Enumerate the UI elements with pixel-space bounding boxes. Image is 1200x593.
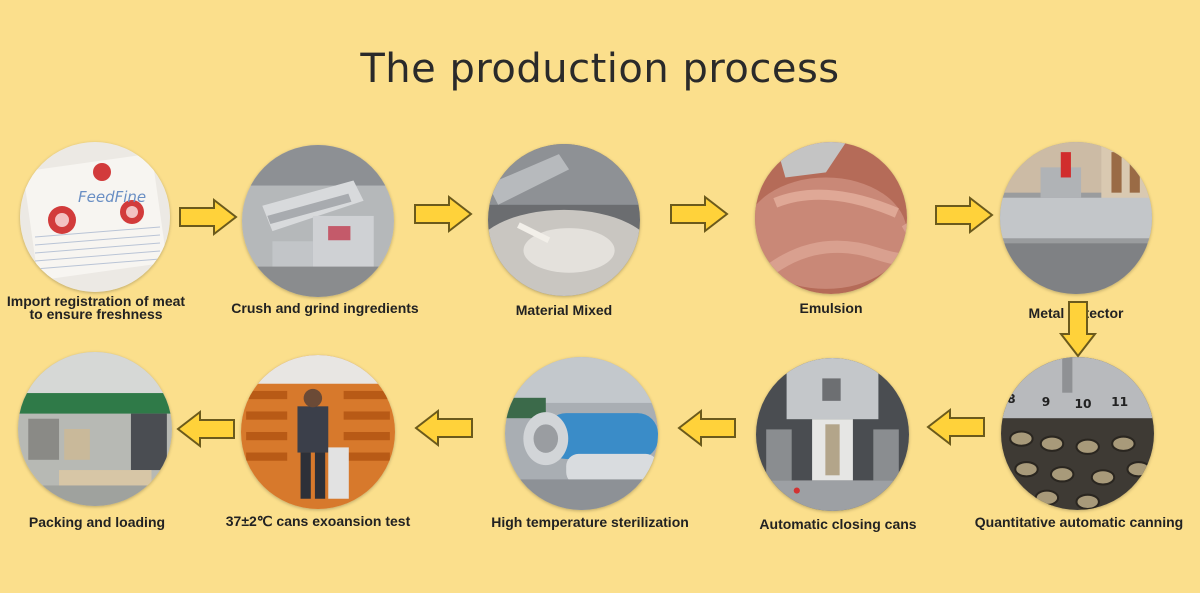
arrow-left-icon (926, 407, 985, 447)
dial-number: 8 (1007, 392, 1016, 406)
mixer-photo (488, 144, 640, 296)
arrow-right-icon (414, 194, 473, 234)
canning-photo: 8 9 10 11 (1001, 357, 1154, 510)
step-label: Quantitative automatic canning (974, 514, 1184, 530)
step-label: Material Mixed (515, 302, 613, 318)
page-title: The production process (360, 46, 840, 92)
grinder-photo (242, 145, 394, 297)
step-label-line1: Import registration of meat (6, 293, 186, 309)
arrow-left-icon (414, 408, 473, 448)
expansion-test-photo (241, 355, 395, 509)
arrow-left-icon (677, 408, 736, 448)
step-label: Crush and grind ingredients (231, 300, 419, 316)
certificate-photo: FeedFine (20, 142, 170, 292)
step-label: Import registration of meat to ensure fr… (0, 293, 192, 322)
dial-number: 10 (1074, 397, 1091, 411)
metal-detector-photo (1000, 142, 1152, 294)
step-label: Emulsion (799, 300, 863, 316)
step-label: 37±2℃ cans exoansion test (225, 513, 411, 529)
warehouse-photo (18, 352, 172, 506)
arrow-right-icon (179, 197, 238, 237)
emulsion-photo (755, 142, 907, 294)
arrow-right-icon (670, 194, 729, 234)
arrow-left-icon (176, 409, 235, 449)
arrow-down-icon (1058, 301, 1098, 358)
sterilization-photo (505, 357, 658, 510)
step-label: Packing and loading (28, 514, 166, 530)
closing-cans-photo (756, 358, 909, 511)
dial-number: 11 (1111, 395, 1128, 409)
step-label: High temperature sterilization (491, 514, 689, 530)
cert-logo-text: FeedFine (78, 188, 146, 206)
step-label-line2: to ensure freshness (29, 306, 163, 322)
dial-number: 9 (1042, 395, 1051, 409)
arrow-right-icon (935, 195, 994, 235)
step-label: Automatic closing cans (759, 516, 917, 532)
